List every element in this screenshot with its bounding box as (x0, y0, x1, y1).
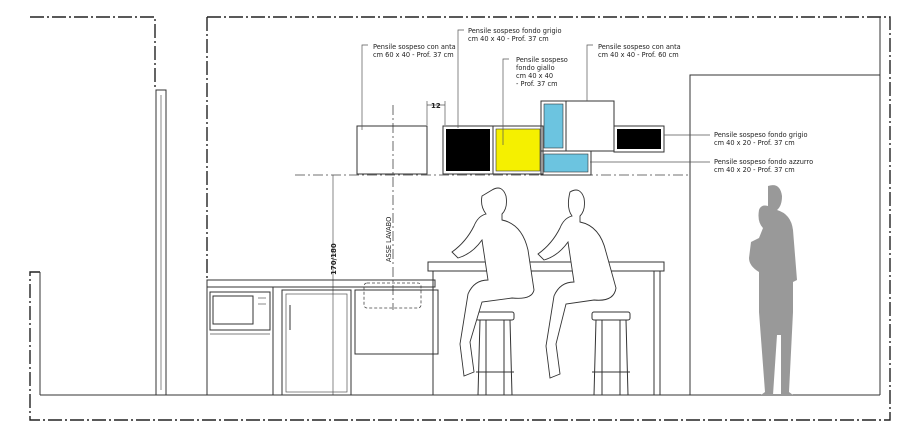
sink-axis-label: ASSE LAVABO (385, 217, 393, 262)
seated-person-left (451, 187, 535, 377)
cabinet-gray-40x40 (446, 129, 490, 171)
sink-basin (363, 282, 422, 309)
cabinet-yellow-40x40 (495, 128, 541, 172)
left-wall-pillar (155, 89, 167, 396)
cabinet-door-40x40 (565, 100, 615, 152)
cabinet-gray-40x20 (617, 129, 661, 149)
cabinet-door-60x40 (356, 125, 428, 175)
dimension-12: 12 (426, 101, 446, 125)
sink-cabinet-yellow (354, 289, 439, 355)
leader-lines (361, 29, 710, 163)
walls (40, 17, 881, 396)
countertop (206, 279, 436, 288)
standing-person-silhouette (749, 185, 797, 395)
microwave (209, 291, 271, 331)
bar-counter (427, 261, 665, 395)
cabinet-blue-40x20 (543, 153, 589, 173)
section-frame (29, 16, 891, 421)
fridge (281, 289, 352, 396)
base-units (206, 279, 439, 396)
wall-cabinets (356, 100, 665, 176)
cabinet-blue-vertical (543, 103, 564, 149)
bar-stools (475, 311, 631, 396)
wall-recess (689, 74, 880, 395)
svg-text:170/180: 170/180 (330, 243, 338, 275)
svg-text:12: 12 (431, 102, 441, 110)
dimension-height: 170/180 (330, 175, 338, 395)
seated-person-right (537, 189, 617, 379)
